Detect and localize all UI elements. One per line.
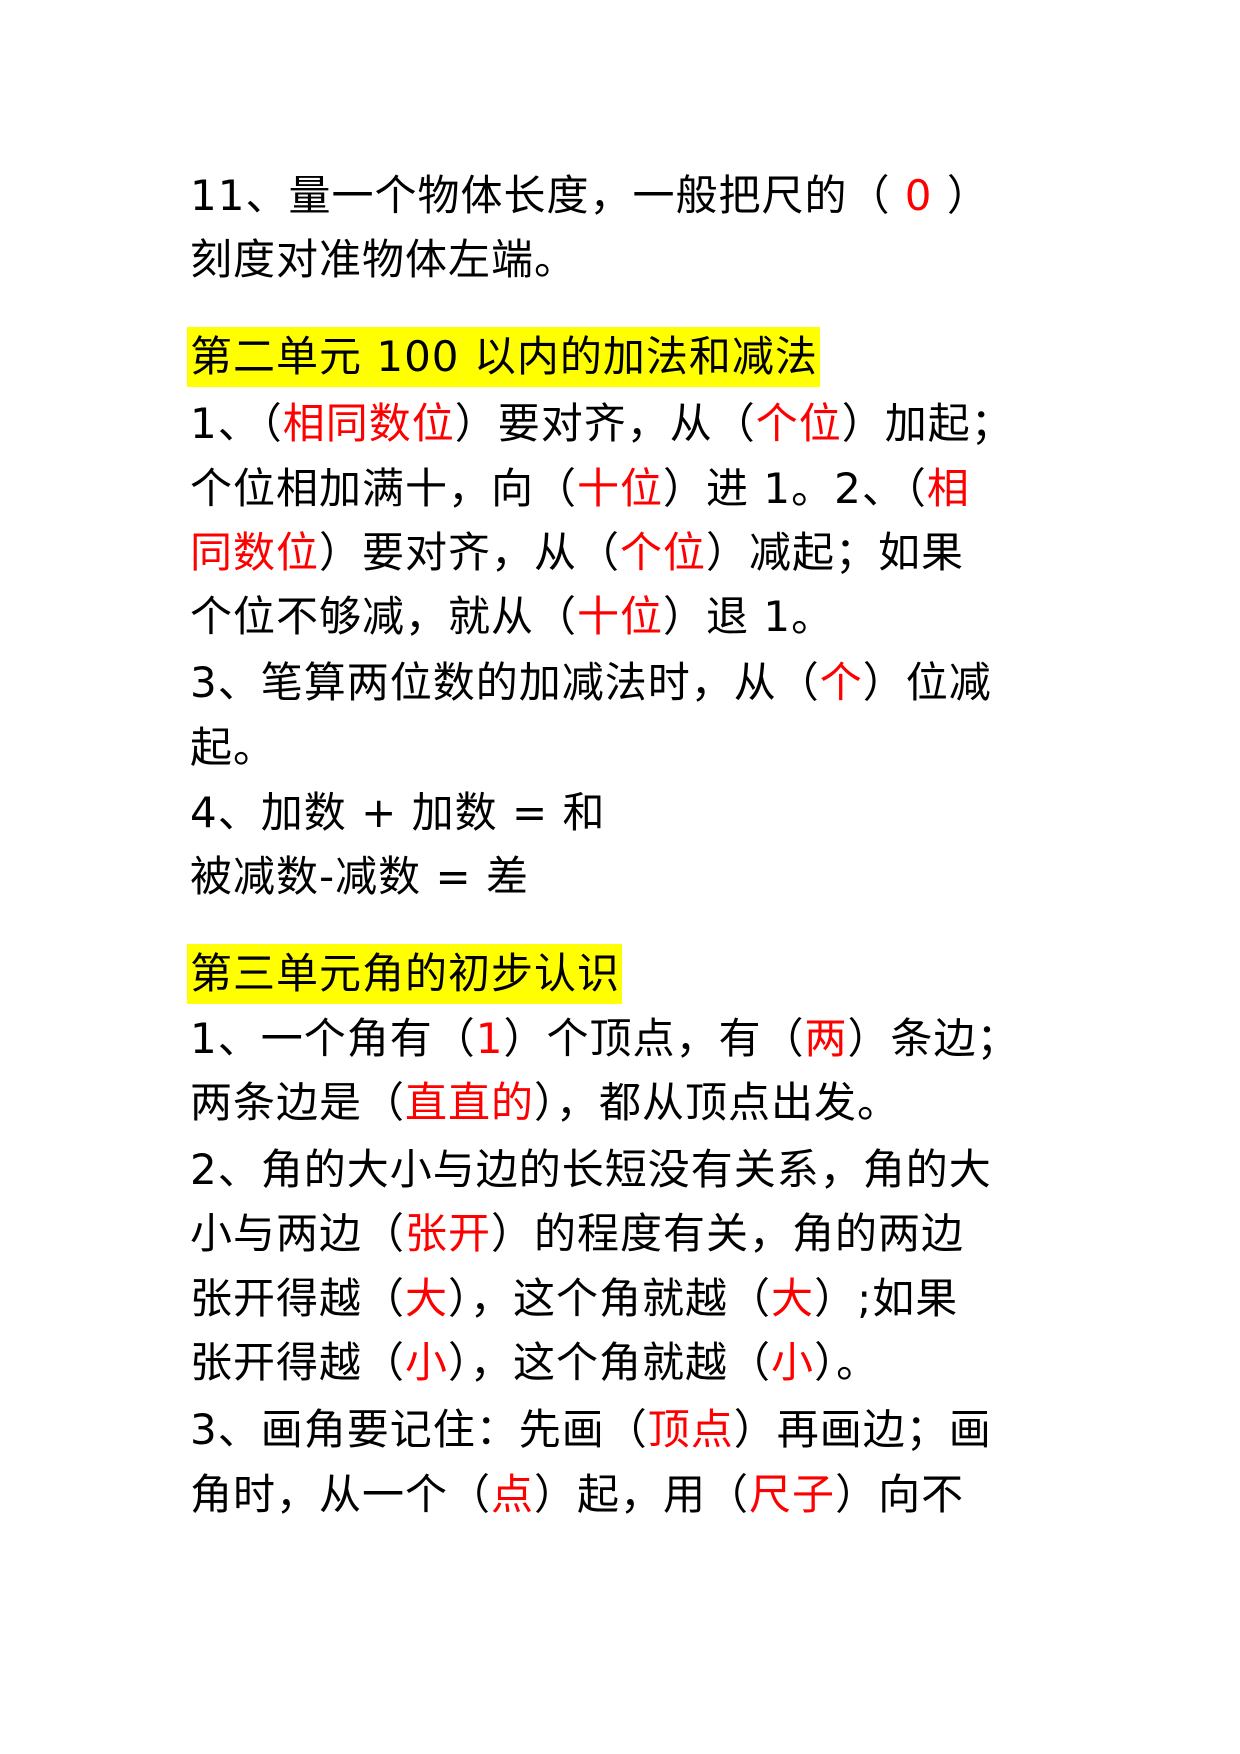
- text: ）个顶点，有（: [503, 1014, 805, 1063]
- text: 个位相加满十，向（: [190, 464, 578, 513]
- unit3-line-6: 张开得越（小），这个角就越（小）。: [190, 1333, 879, 1393]
- answer: 大: [771, 1274, 815, 1323]
- unit2-line-8: 被减数-减数 = 差: [190, 847, 529, 907]
- answer: 尺子: [749, 1470, 836, 1519]
- answer: 十位: [577, 464, 664, 513]
- text: ）。: [814, 1338, 880, 1387]
- text: 11、量一个物体长度，一般把尺的（: [190, 171, 905, 220]
- text: ），这个角就越（: [448, 1338, 772, 1387]
- text: ）退 1。: [663, 592, 835, 641]
- answer: 0: [904, 171, 933, 220]
- text: 2、角的大小与边的长短没有关系，角的大: [190, 1145, 992, 1194]
- text: 1、（: [190, 399, 283, 448]
- unit3-line-3: 2、角的大小与边的长短没有关系，角的大: [190, 1140, 992, 1200]
- answer: 个: [819, 658, 863, 707]
- text: 起。: [190, 723, 277, 772]
- unit3-line-2: 两条边是（直直的），都从顶点出发。: [190, 1073, 900, 1133]
- text: 个位不够减，就从（: [190, 592, 578, 641]
- text: ）向不: [835, 1470, 965, 1519]
- answer: 1: [475, 1014, 504, 1063]
- text: ）再画边；画: [733, 1405, 992, 1454]
- answer: 顶点: [647, 1405, 734, 1454]
- text: 3、笔算两位数的加减法时，从（: [190, 658, 820, 707]
- answer: 两: [804, 1014, 848, 1063]
- text: 1、一个角有（: [190, 1014, 476, 1063]
- text: ）的程度有关，角的两边: [491, 1209, 965, 1258]
- item11-line1: 11、量一个物体长度，一般把尺的（ 0 ）: [190, 166, 990, 226]
- text: ）: [932, 171, 990, 220]
- unit2-line-7: 4、加数 + 加数 = 和: [190, 783, 606, 843]
- text: 3、画角要记住：先画（: [190, 1405, 648, 1454]
- text: ），这个角就越（: [448, 1274, 772, 1323]
- unit2-line-5: 3、笔算两位数的加减法时，从（个）位减: [190, 653, 992, 713]
- answer: 小: [771, 1338, 815, 1387]
- unit3-line-8: 角时，从一个（点）起，用（尺子）向不: [190, 1465, 964, 1525]
- answer: 个位: [755, 399, 842, 448]
- answer: 相: [926, 464, 970, 513]
- text: 角时，从一个（: [190, 1470, 492, 1519]
- answer: 张开: [405, 1209, 492, 1258]
- unit2-line-3: 同数位）要对齐，从（个位）减起；如果: [190, 523, 964, 583]
- unit3-heading: 第三单元角的初步认识: [187, 944, 623, 1004]
- answer: 直直的: [405, 1078, 535, 1127]
- text: 张开得越（: [190, 1338, 406, 1387]
- unit3-line-1: 1、一个角有（1）个顶点，有（两）条边；: [190, 1009, 1020, 1069]
- text: ）进 1。2、（: [663, 464, 927, 513]
- text: ），都从顶点出发。: [534, 1078, 901, 1127]
- text: ）起，用（: [534, 1470, 750, 1519]
- answer: 同数位: [190, 528, 320, 577]
- text: ）要对齐，从（: [454, 399, 756, 448]
- unit3-line-5: 张开得越（大），这个角就越（大）;如果: [190, 1269, 958, 1329]
- answer: 十位: [577, 592, 664, 641]
- unit3-line-7: 3、画角要记住：先画（顶点）再画边；画: [190, 1400, 992, 1460]
- answer: 点: [491, 1470, 535, 1519]
- text: 张开得越（: [190, 1274, 406, 1323]
- text: ）;如果: [814, 1274, 959, 1323]
- answer: 相同数位: [282, 399, 455, 448]
- unit2-line-6: 起。: [190, 718, 276, 778]
- text: 4、加数 + 加数 = 和: [190, 788, 606, 837]
- text: ）要对齐，从（: [319, 528, 621, 577]
- unit3-line-4: 小与两边（张开）的程度有关，角的两边: [190, 1204, 964, 1264]
- item11-line2: 刻度对准物体左端。: [190, 230, 577, 290]
- answer: 个位: [620, 528, 707, 577]
- text: 被减数-减数 = 差: [190, 852, 530, 901]
- text: ）减起；如果: [706, 528, 965, 577]
- text: ）加起；: [841, 399, 1014, 448]
- text: 两条边是（: [190, 1078, 406, 1127]
- unit2-line-1: 1、（相同数位）要对齐，从（个位）加起；: [190, 394, 1014, 454]
- unit2-heading: 第二单元 100 以内的加法和减法: [187, 327, 820, 387]
- answer: 小: [405, 1338, 449, 1387]
- text: ）位减: [862, 658, 992, 707]
- unit2-line-4: 个位不够减，就从（十位）退 1。: [190, 587, 834, 647]
- answer: 大: [405, 1274, 449, 1323]
- unit2-line-2: 个位相加满十，向（十位）进 1。2、（相: [190, 459, 970, 519]
- text: ）条边；: [847, 1014, 1020, 1063]
- text: 小与两边（: [190, 1209, 406, 1258]
- text: 刻度对准物体左端。: [190, 235, 578, 284]
